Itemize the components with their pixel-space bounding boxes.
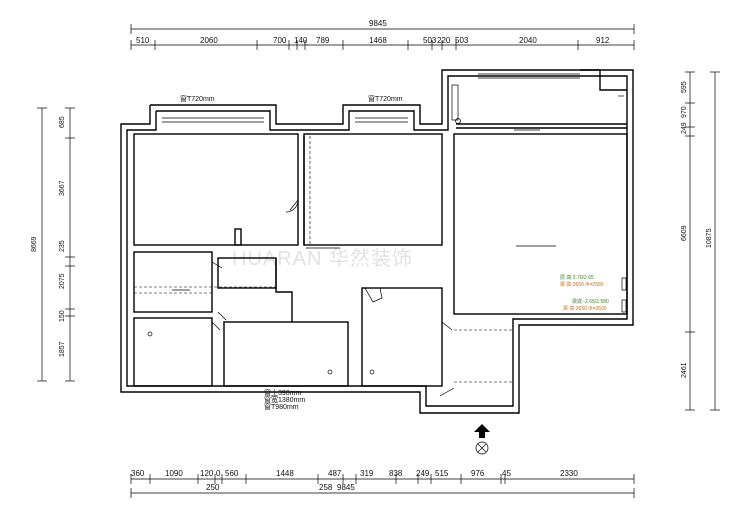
- bottom-label-1: 窗上390mm: [264, 388, 302, 397]
- bottom-dim-2: 1090: [165, 469, 183, 478]
- window-left-label: 窗T720mm: [180, 94, 215, 103]
- right-dim-1: 595: [681, 81, 688, 93]
- bedroom-windows: 窗T720mm 窗T720mm: [162, 94, 408, 123]
- bottom-dim-14: 2330: [560, 469, 578, 478]
- left-dim-6: 1857: [59, 341, 66, 357]
- top-dim-7: 503: [423, 36, 437, 45]
- bottom-dim-3: 120: [200, 469, 214, 478]
- left-dim-4: 2075: [59, 273, 66, 289]
- top-dim-9: 503: [455, 36, 469, 45]
- balcony: [451, 69, 627, 129]
- left-dim-1: 685: [59, 116, 66, 128]
- bottom-dim-5: 560: [225, 469, 239, 478]
- right-dimension-chain: 595 970 249 6609 2461 10875: [681, 71, 720, 411]
- bottom-dim-10: 249: [416, 469, 430, 478]
- top-dim-2: 2060: [200, 36, 218, 45]
- bottom-sub-dim-2: 258: [319, 483, 333, 492]
- bottom-dim-12: 976: [471, 469, 485, 478]
- left-dimension-chain: 8669 685 3667 235 2075 150 1857: [31, 107, 75, 382]
- right-dim-3: 249: [681, 122, 688, 134]
- top-dim-11: 912: [596, 36, 610, 45]
- entrance-arrow-icon: [474, 424, 490, 455]
- note1-line1: 层 高:2.70/2.65: [560, 274, 594, 281]
- bottom-dim-9: 838: [389, 469, 403, 478]
- top-dimension-chain: 9845 510 2060 700 140 789 1468 503 220 5…: [130, 19, 635, 50]
- top-dim-3: 700: [273, 36, 287, 45]
- window-mid-label: 窗T720mm: [368, 94, 403, 103]
- bottom-dim-8: 319: [360, 469, 374, 478]
- bottom-dim-6: 1448: [276, 469, 294, 478]
- bottom-total-dimension: 9845: [337, 483, 355, 492]
- bottom-label-2: 窗宽1380mm: [264, 395, 305, 404]
- doors: [211, 199, 455, 397]
- left-dim-2: 3667: [59, 180, 66, 196]
- top-dim-5: 789: [316, 36, 330, 45]
- bottom-dim-13: 45: [502, 469, 511, 478]
- annotation-note-2: 梁底:-2.65/2.580 梁 高:2650 /h=2600: [563, 298, 609, 312]
- bottom-label-3: 窗T980mm: [264, 402, 299, 411]
- note2-line1: 梁底:-2.65/2.580: [572, 298, 609, 305]
- exterior-walls: [120, 69, 634, 414]
- right-total-dimension: 10875: [706, 228, 713, 248]
- top-dim-6: 1468: [369, 36, 387, 45]
- bottom-dim-4: 0: [216, 469, 221, 478]
- left-dim-5: 150: [59, 310, 66, 322]
- bottom-dimension-chain: 360 1090 120 0 560 1448 487 319 838 249 …: [130, 469, 635, 498]
- left-dim-3: 235: [59, 240, 66, 252]
- top-dim-1: 510: [136, 36, 150, 45]
- bottom-dim-11: 515: [435, 469, 449, 478]
- annotation-note-1: 层 高:2.70/2.65 梁 高:2650 /h=2580: [560, 274, 604, 288]
- right-dim-5: 2461: [681, 362, 688, 378]
- watermark: HUARAN 华然装饰: [232, 247, 413, 270]
- bottom-window-labels: 窗上390mm 窗宽1380mm 窗T980mm: [264, 388, 305, 411]
- bottom-dim-7: 487: [328, 469, 342, 478]
- top-total-dimension: 9845: [369, 19, 387, 28]
- top-dim-10: 2040: [519, 36, 537, 45]
- right-dim-4: 6609: [681, 225, 688, 241]
- top-dim-4: 140: [294, 36, 308, 45]
- right-dim-2: 970: [681, 106, 688, 118]
- top-dim-8: 220: [437, 36, 451, 45]
- note1-line2: 梁 高:2650 /h=2580: [560, 281, 604, 288]
- note2-line2: 梁 高:2650 /h=2600: [563, 305, 607, 312]
- bottom-dim-1: 360: [131, 469, 145, 478]
- fixtures: [147, 129, 627, 375]
- interior-walls: [133, 133, 628, 387]
- bottom-sub-dim-1: 250: [206, 483, 220, 492]
- left-total-dimension: 8669: [31, 236, 38, 252]
